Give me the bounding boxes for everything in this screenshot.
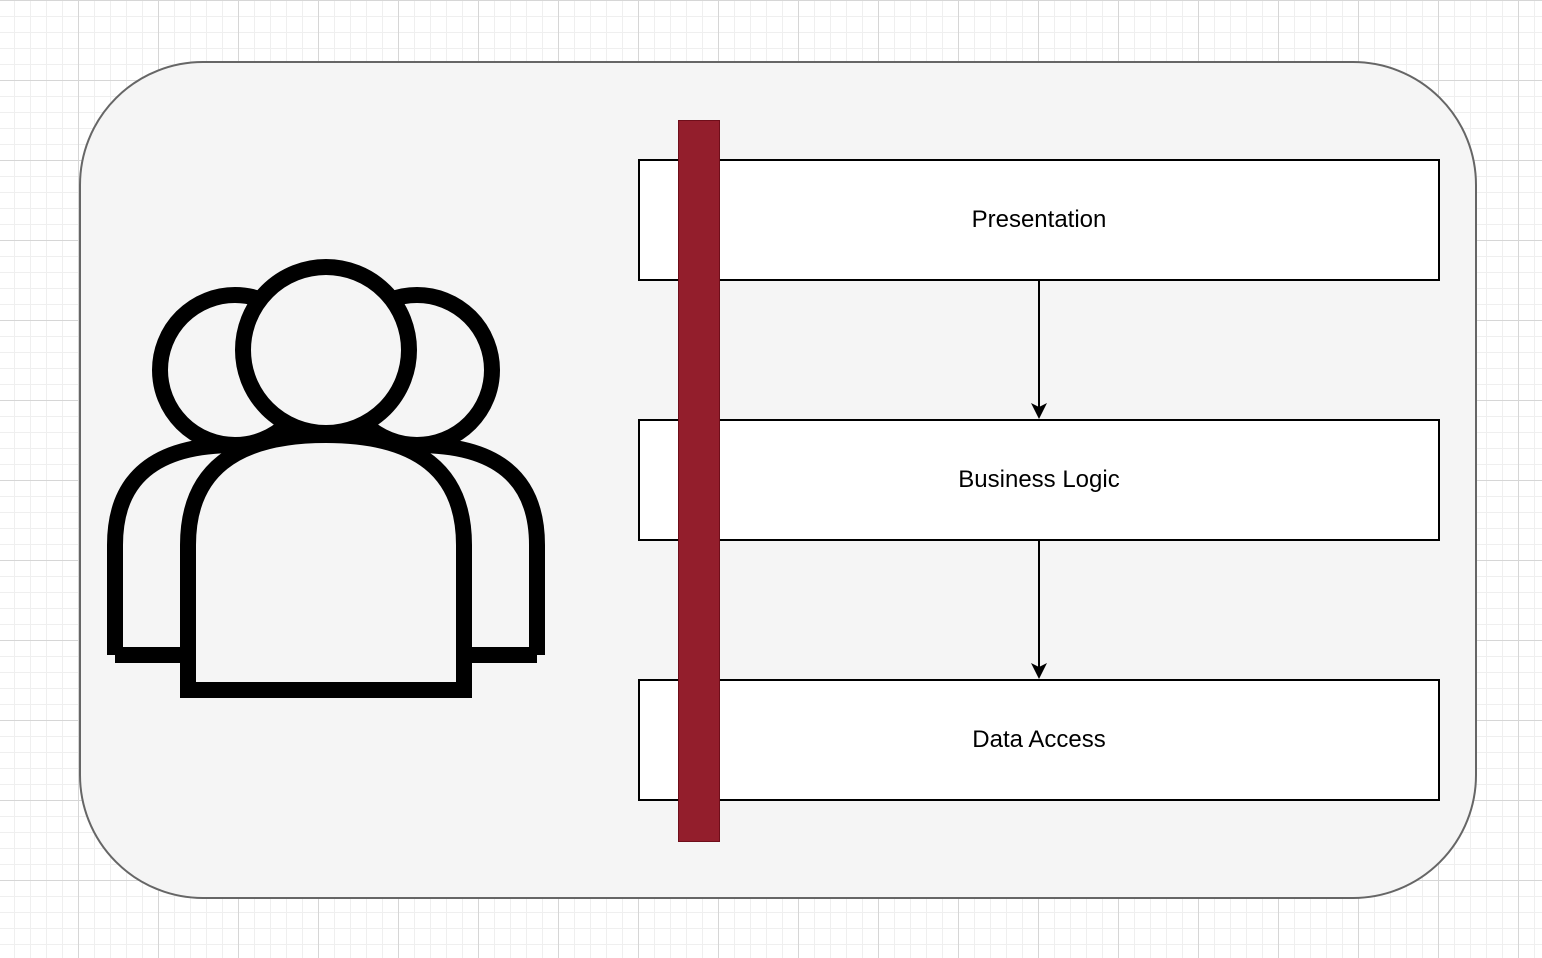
cross-cutting-bar[interactable] xyxy=(678,120,720,842)
data-access-layer-label: Data Access xyxy=(972,726,1106,753)
presentation-layer-box[interactable]: Presentation xyxy=(638,159,1440,281)
data-access-layer-box[interactable]: Data Access xyxy=(638,679,1440,801)
business-logic-layer-label: Business Logic xyxy=(958,466,1120,493)
users-icon xyxy=(107,259,545,698)
presentation-layer-label: Presentation xyxy=(971,206,1107,233)
business-logic-layer-box[interactable]: Business Logic xyxy=(638,419,1440,541)
